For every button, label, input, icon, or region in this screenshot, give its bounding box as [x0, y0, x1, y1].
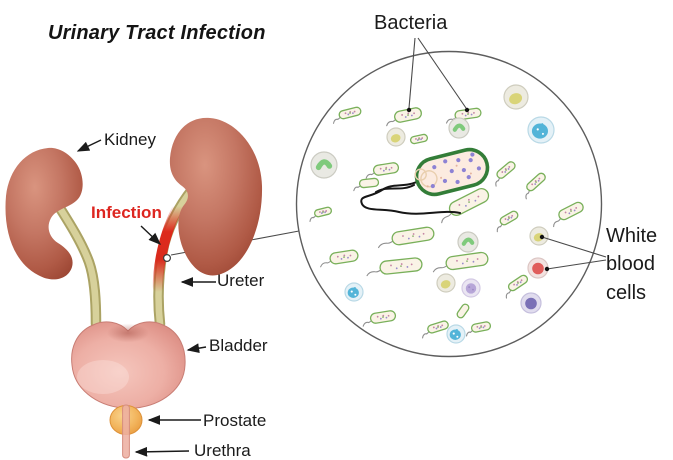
bacterium-large: [360, 147, 490, 215]
infection-arrow: [140, 225, 162, 245]
bacterium: [353, 177, 380, 192]
left-kidney: [5, 147, 83, 280]
label-arrows: [76, 139, 216, 457]
anatomy-illustration: [5, 117, 263, 459]
prostate-label: Prostate: [203, 411, 267, 430]
white-blood-cell-yellow: [436, 273, 456, 293]
bacteria-label: Bacteria: [374, 12, 448, 34]
bacterium: [505, 274, 529, 299]
white-blood-cell-green: [457, 231, 479, 253]
bacterium: [553, 201, 584, 228]
white-blood-cells-label: White blood cells: [606, 225, 658, 304]
bacterium: [409, 133, 429, 145]
bacteria-group: [309, 106, 584, 339]
kidney-arrow: [76, 139, 102, 152]
infection-site-marker: [163, 254, 172, 263]
infection-label: Infection: [91, 203, 162, 222]
bacterium-large-granules: [430, 152, 482, 189]
urethra-shape: [122, 404, 130, 459]
bacterium: [456, 303, 470, 319]
urethra-arrow: [134, 446, 190, 457]
bladder-arrow: [186, 343, 207, 353]
bacterium: [496, 210, 519, 233]
bacterium-large-flagellum: [360, 179, 461, 215]
wbc-pointer-lines: [539, 234, 607, 272]
right-kidney: [169, 117, 263, 276]
white-blood-cell-yellow: [503, 84, 529, 110]
white-blood-cell-green: [448, 117, 470, 139]
bacterium: [362, 310, 397, 327]
white-blood-cell-blue: [527, 116, 555, 144]
bacteria-pointer-lines: [406, 37, 470, 113]
white-blood-cell-purple: [461, 278, 481, 298]
white-blood-cell-yellow: [386, 127, 406, 147]
bacterium: [422, 320, 449, 339]
bacterium: [309, 206, 333, 222]
bacterium: [332, 106, 362, 124]
bacterium: [378, 226, 435, 249]
white-blood-cell-yellow: [529, 226, 549, 246]
white-blood-cell-violet: [520, 292, 542, 314]
white-blood-cell-blue: [446, 324, 466, 344]
bacterium: [525, 172, 546, 200]
bacterium: [365, 162, 400, 179]
bladder-label: Bladder: [209, 336, 268, 355]
page-title: Urinary Tract Infection: [48, 22, 266, 44]
bacterium: [445, 107, 482, 124]
infection-site: [152, 203, 183, 293]
bacterium: [432, 251, 489, 273]
white-blood-cell-green: [310, 151, 338, 179]
bacterium: [366, 257, 423, 277]
bacterium-large-flagellum: [375, 184, 415, 193]
urethra-label: Urethra: [194, 441, 251, 460]
bacterium: [386, 107, 422, 127]
bacterium: [320, 249, 359, 268]
bacterium: [465, 321, 492, 337]
ureter-label: Ureter: [217, 271, 265, 290]
kidney-label: Kidney: [104, 130, 156, 149]
microscope-circle: [295, 50, 603, 358]
white-blood-cell-group: [310, 84, 555, 344]
bacterium: [495, 161, 516, 187]
white-blood-cell-red: [527, 257, 549, 279]
white-blood-cell-blue: [344, 282, 364, 302]
